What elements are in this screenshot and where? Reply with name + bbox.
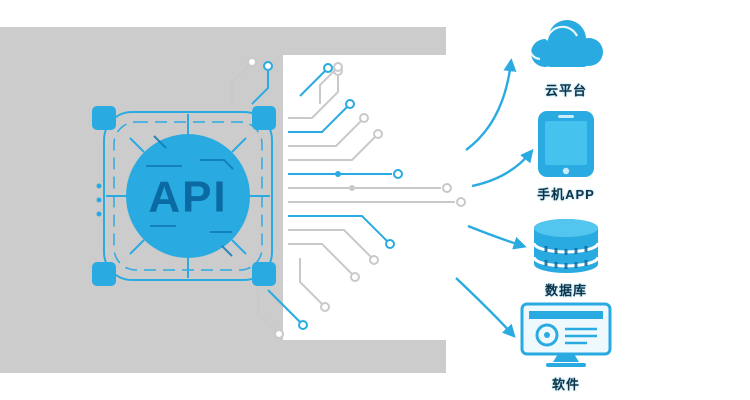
- smartphone-icon: [538, 111, 594, 177]
- endpoint-cloud-platform: 云平台: [503, 10, 629, 99]
- endpoint-label-software: 软件: [551, 377, 580, 392]
- endpoint-database: 数据库: [503, 218, 629, 299]
- white-backdrop: [283, 55, 480, 340]
- monitor-icon: [520, 302, 612, 367]
- api-label: API: [148, 173, 227, 222]
- flow-arrows: [455, 58, 534, 338]
- endpoint-mobile-app: 手机APP: [503, 110, 629, 203]
- endpoint-label-database: 数据库: [544, 283, 587, 298]
- api-chip: API: [92, 106, 276, 286]
- circuit-traces: [231, 57, 466, 339]
- database-icon: [532, 219, 600, 273]
- arrow-to-software: [455, 277, 516, 338]
- endpoint-label-cloud: 云平台: [544, 83, 587, 98]
- endpoint-label-app: 手机APP: [537, 187, 595, 202]
- arrow-to-database: [467, 224, 527, 250]
- arrow-to-app: [471, 148, 534, 188]
- cloud-icon: [528, 20, 603, 67]
- arrow-to-cloud: [465, 58, 517, 151]
- endpoint-software: 软件: [503, 302, 629, 393]
